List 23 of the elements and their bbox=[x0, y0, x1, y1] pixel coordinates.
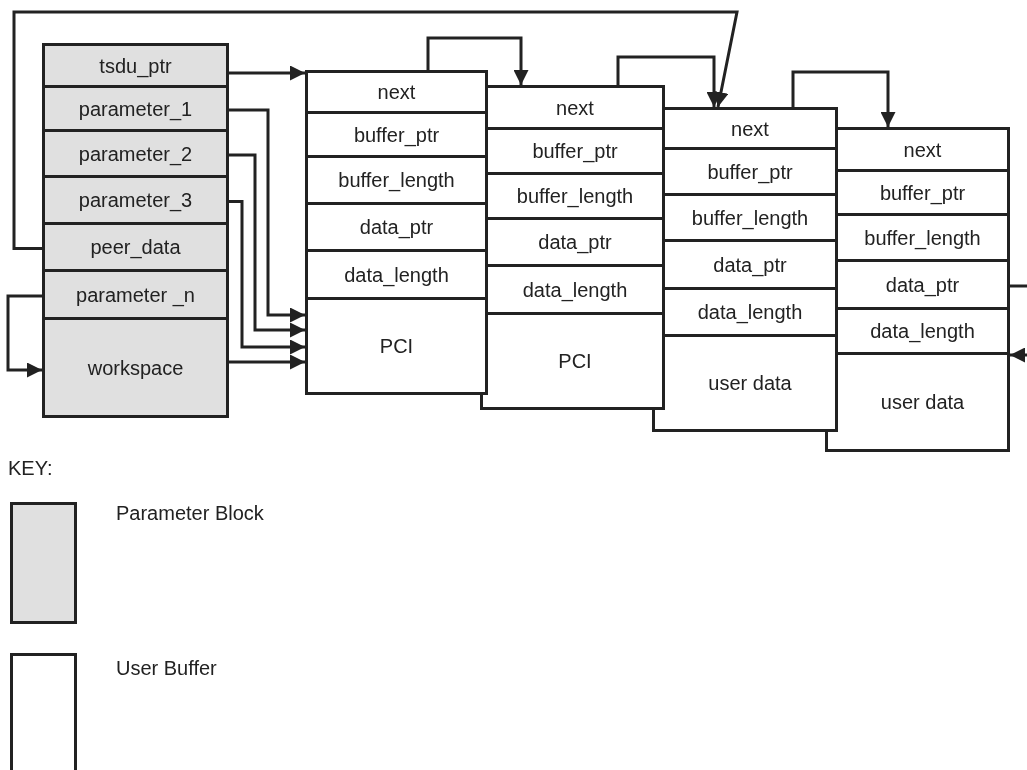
arrow bbox=[426, 36, 529, 85]
arrow bbox=[229, 200, 305, 355]
struct-field: buffer_length bbox=[838, 216, 1010, 262]
key-heading: KEY: bbox=[8, 456, 53, 481]
user-buffer-box bbox=[665, 107, 838, 432]
arrow bbox=[1010, 347, 1027, 363]
user-buffer-box bbox=[838, 127, 1010, 452]
user-buffer-box bbox=[488, 85, 665, 410]
struct-field: user data bbox=[838, 355, 1010, 452]
struct-field: data_length bbox=[838, 310, 1010, 355]
struct-field: buffer_ptr bbox=[838, 172, 1010, 216]
user-buffer-box bbox=[305, 70, 488, 395]
arrow bbox=[229, 153, 305, 338]
arrow bbox=[6, 294, 42, 378]
legend-label: Parameter Block bbox=[116, 501, 264, 526]
arrow bbox=[791, 70, 896, 127]
struct-field: data_ptr bbox=[838, 262, 1010, 310]
arrow bbox=[229, 108, 305, 323]
legend-label: User Buffer bbox=[116, 656, 217, 681]
arrow bbox=[12, 10, 739, 250]
parameter-block-box bbox=[42, 43, 229, 418]
arrow bbox=[229, 65, 305, 81]
arrow bbox=[229, 354, 305, 370]
